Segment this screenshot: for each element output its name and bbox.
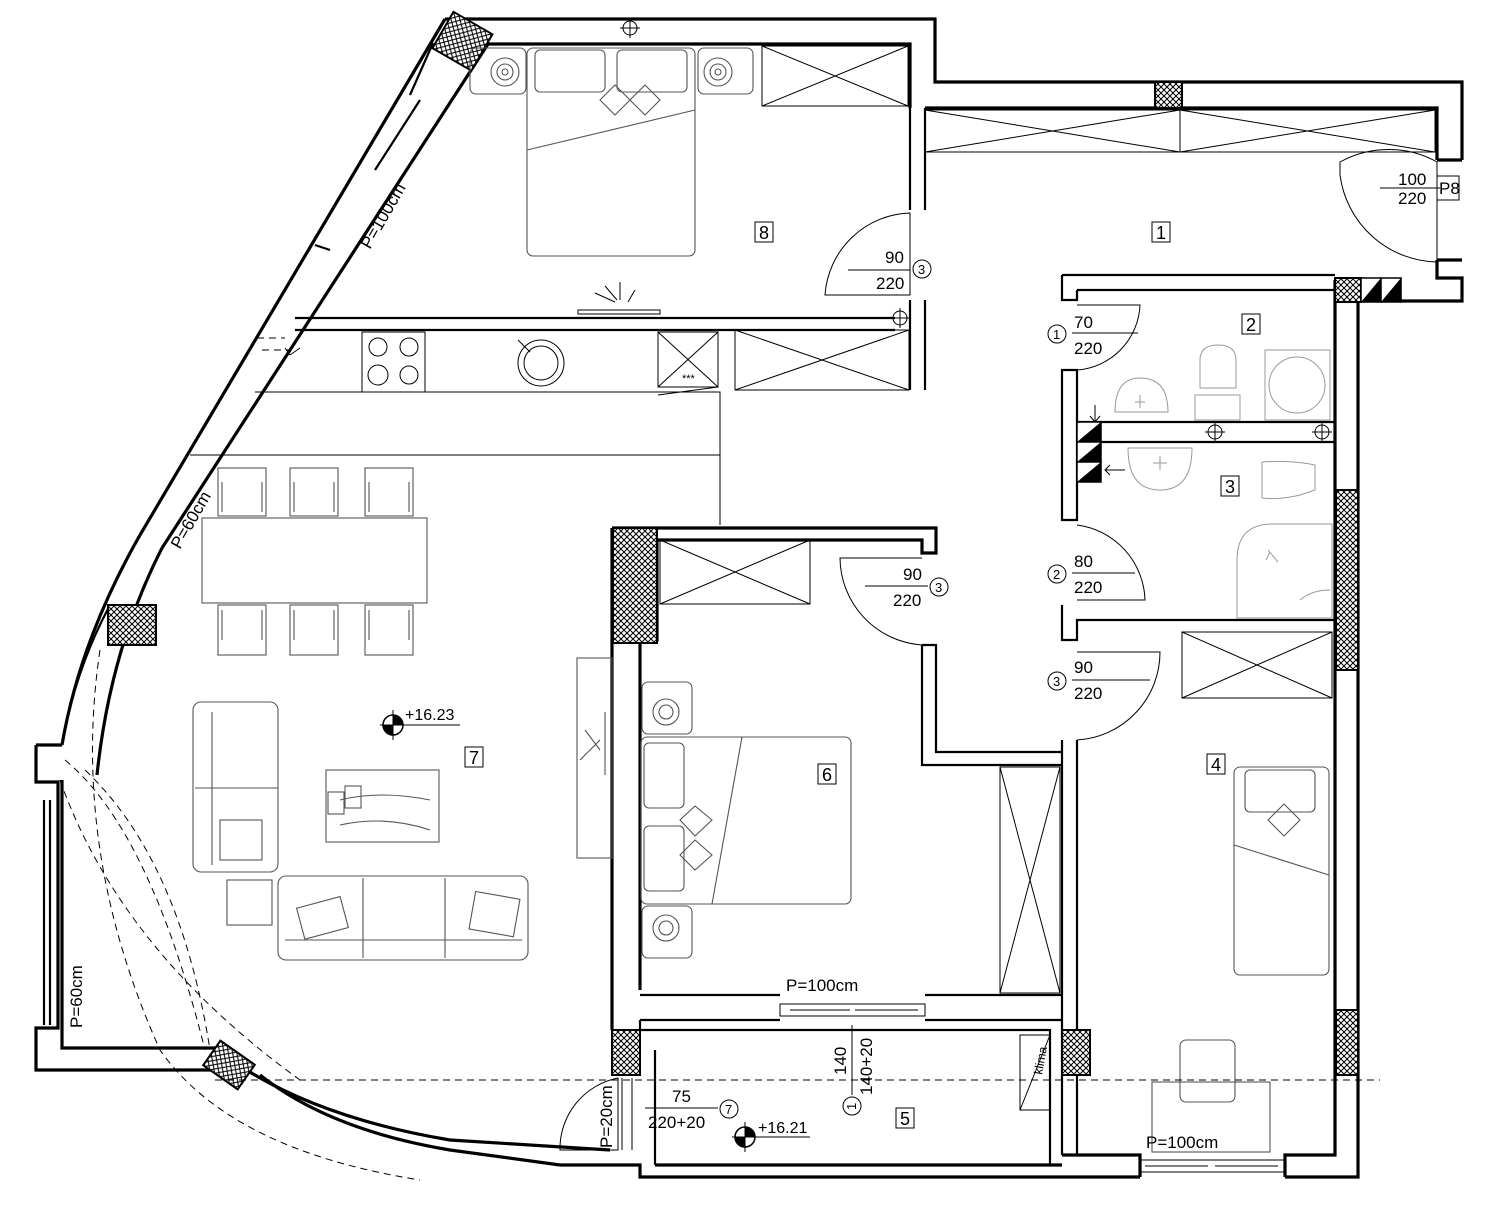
window5-width: 140 xyxy=(831,1047,850,1075)
door2-height: 220 xyxy=(1074,339,1102,358)
room-2: 2 xyxy=(1246,315,1256,335)
parapet-room7-left: P=60cm xyxy=(67,965,86,1028)
columns xyxy=(107,10,1402,1091)
room-1: 1 xyxy=(1156,223,1166,243)
door-swings xyxy=(559,149,1438,1151)
balcony-outline xyxy=(59,649,1380,1181)
door6-width: 90 xyxy=(903,565,922,584)
room-5: 5 xyxy=(900,1109,910,1129)
kitchen: *** xyxy=(190,282,721,525)
bed-room-6 xyxy=(640,681,852,959)
bathroom-fixtures xyxy=(1114,344,1333,619)
sofa-set xyxy=(192,657,613,961)
door6-type: 3 xyxy=(935,580,942,595)
parapet-labels: P=100cm P=60cm P=60cm P=100cm P=100cm P=… xyxy=(67,180,1218,1152)
door5-height: 220+20 xyxy=(648,1113,705,1132)
bed-room-4 xyxy=(1151,766,1330,1153)
klima-label: klima xyxy=(1031,1045,1050,1075)
parapet-room6: P=100cm xyxy=(786,976,858,995)
parapet-room8: P=100cm xyxy=(357,180,410,252)
ac-unit xyxy=(1019,1034,1051,1111)
room-6: 6 xyxy=(822,765,832,785)
level-loggia: +16.21 xyxy=(758,1120,807,1137)
room-3: 3 xyxy=(1225,477,1235,497)
door2-type: 1 xyxy=(1053,327,1060,342)
window5-type: 1 xyxy=(844,1103,859,1110)
parapet-room7-upper: P=60cm xyxy=(167,488,215,552)
door5-width: 75 xyxy=(672,1087,691,1106)
parapet-room4: P=100cm xyxy=(1146,1133,1218,1152)
bed-room-8 xyxy=(469,47,754,257)
windows xyxy=(779,1003,1286,1173)
entrance-tag: P8 xyxy=(1439,179,1460,198)
level-marker-living xyxy=(380,710,460,740)
door4-width: 90 xyxy=(1074,658,1093,677)
entrance-height: 220 xyxy=(1398,189,1426,208)
level-marker-loggia xyxy=(732,1122,810,1152)
door6-height: 220 xyxy=(893,591,921,610)
room-labels: 1 2 3 4 5 6 7 8 xyxy=(464,221,1261,1129)
exterior-walls xyxy=(34,17,1464,1179)
window5-height: 140+20 xyxy=(857,1038,876,1095)
level-living: +16.23 xyxy=(405,707,454,724)
cooker-hood-label: *** xyxy=(682,373,696,385)
wardrobes xyxy=(659,45,1436,994)
dining-table xyxy=(201,467,428,656)
door4-type: 3 xyxy=(1053,674,1060,689)
door8-height: 220 xyxy=(876,274,904,293)
room-7: 7 xyxy=(469,748,479,768)
entrance-width: 100 xyxy=(1398,170,1426,189)
parapet-loggia: P=20cm xyxy=(597,1085,616,1148)
door4-height: 220 xyxy=(1074,684,1102,703)
ceiling-lights xyxy=(620,18,1332,476)
room-8: 8 xyxy=(759,223,769,243)
door2-width: 70 xyxy=(1074,313,1093,332)
door8-width: 90 xyxy=(885,248,904,267)
door-labels: 100 220 P8 90 220 3 70 220 1 80 220 2 90… xyxy=(645,170,1460,1132)
door3-type: 2 xyxy=(1053,567,1060,582)
door3-width: 80 xyxy=(1074,552,1093,571)
room-4: 4 xyxy=(1211,755,1221,775)
interior-walls xyxy=(295,108,1335,1165)
door8-type: 3 xyxy=(918,262,925,277)
door5-type: 7 xyxy=(725,1102,732,1117)
door3-height: 220 xyxy=(1074,578,1102,597)
